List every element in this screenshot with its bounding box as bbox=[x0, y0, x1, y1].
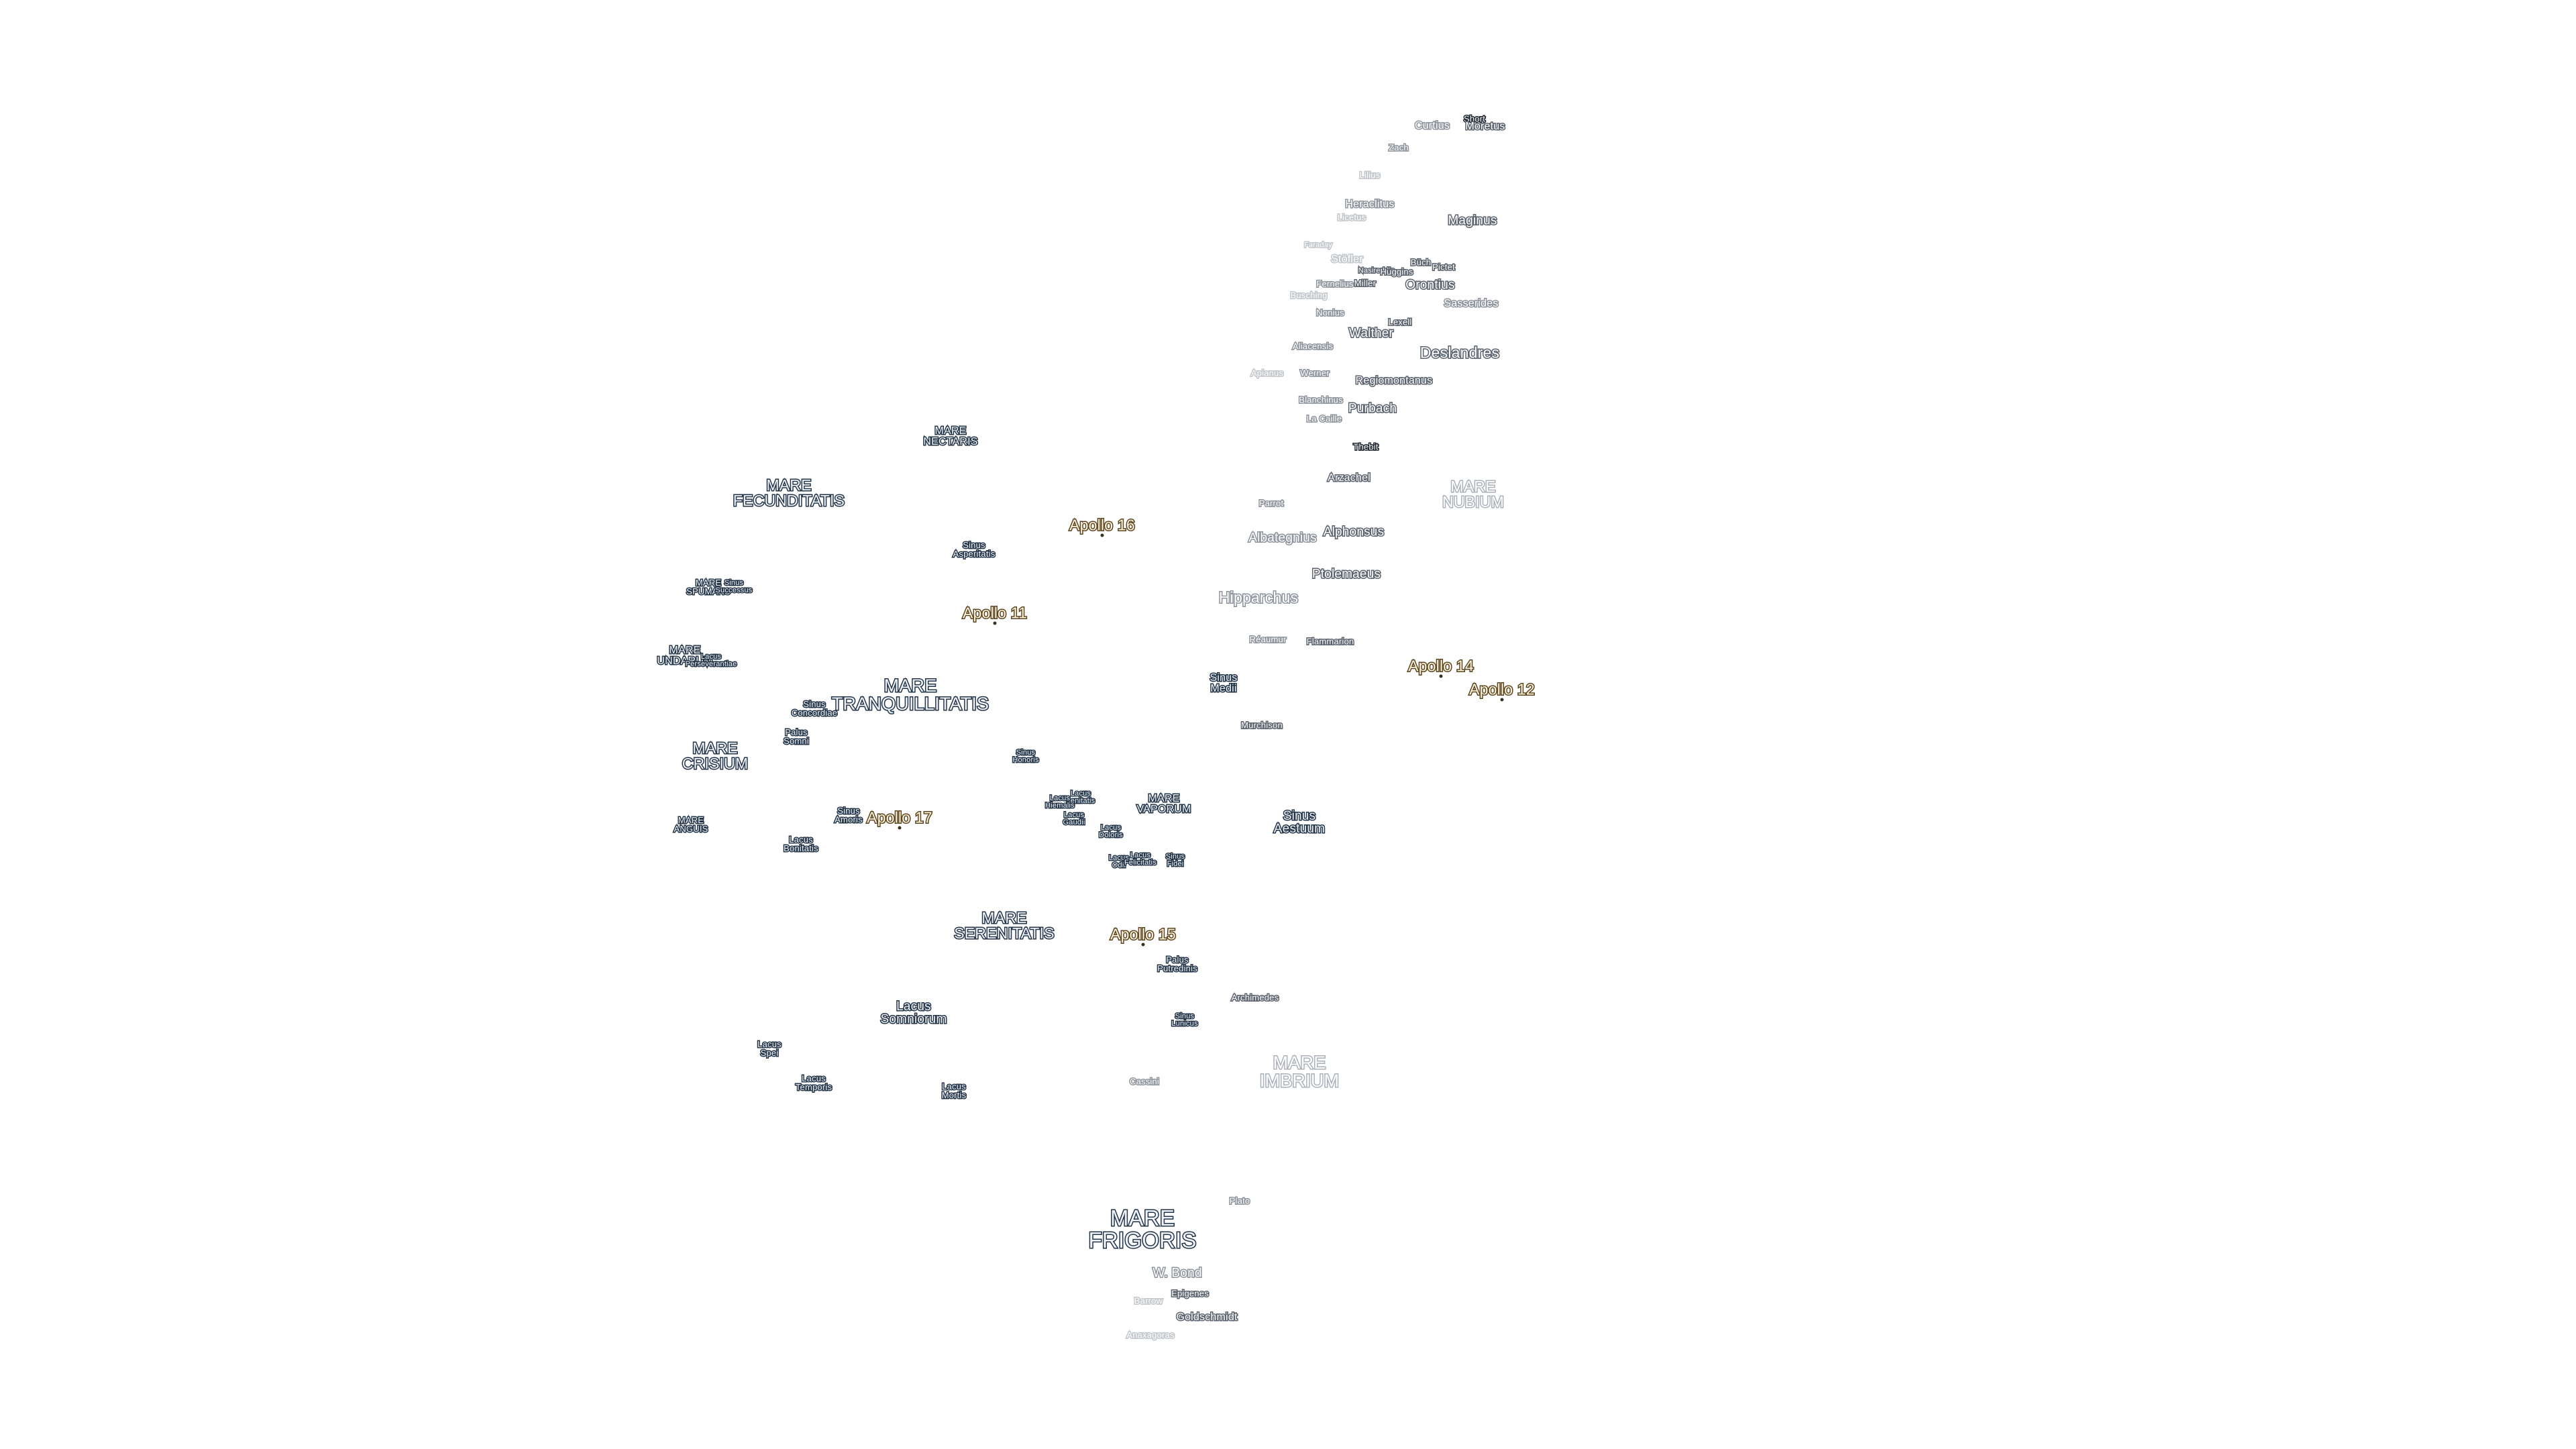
crater-label-orontius: Orontius bbox=[1405, 278, 1456, 292]
lacus-label-lenitatis: Lacus Lenitatis bbox=[1065, 789, 1096, 806]
sinus-label-aestuum: Sinus Aestuum bbox=[1273, 809, 1326, 837]
crater-label-aliacensis: Aliacensis bbox=[1291, 341, 1334, 352]
crater-label-miller: Miller bbox=[1353, 278, 1377, 288]
crater-label-lilius: Lilius bbox=[1358, 170, 1381, 180]
mare-label-spumans: MARE SPUMANS bbox=[686, 578, 731, 597]
sinus-label-fidei: Sinus Fidei bbox=[1165, 852, 1185, 869]
lacus-label-spei: Lacus Spei bbox=[757, 1039, 782, 1059]
crater-label-zach: Zach bbox=[1388, 142, 1409, 153]
crater-label-w-bond: W. Bond bbox=[1152, 1266, 1203, 1281]
crater-label-barrow: Barrow bbox=[1133, 1295, 1163, 1306]
crater-label-ptolemaeus: Ptolemaeus bbox=[1311, 567, 1381, 582]
crater-label-flammarion: Flammarion bbox=[1305, 636, 1354, 647]
crater-label-archimedes: Archimedes bbox=[1230, 992, 1279, 1003]
crater-label-moretus: Moretus bbox=[1464, 120, 1506, 133]
apollo-14-marker-icon[interactable] bbox=[1439, 674, 1443, 678]
lacus-label-felicitatis: Lacus Felicitatis bbox=[1123, 851, 1157, 867]
apollo-15-label[interactable]: Apollo 15 bbox=[1110, 925, 1177, 943]
crater-label-werner: Werner bbox=[1299, 368, 1330, 378]
crater-label-walther: Walther bbox=[1348, 326, 1394, 341]
crater-label-parrot: Parrot bbox=[1258, 498, 1284, 508]
lacus-label-mortis: Lacus Mortis bbox=[941, 1081, 967, 1101]
crater-label-deslandres: Deslandres bbox=[1419, 343, 1500, 362]
crater-label-faraday: Faraday bbox=[1303, 241, 1334, 250]
apollo-11-marker-icon[interactable] bbox=[993, 621, 997, 625]
mare-label-frigoris: MARE FRIGORIS bbox=[1087, 1205, 1197, 1252]
crater-label-maginus: Maginus bbox=[1447, 213, 1498, 228]
crater-label-curtius: Curtius bbox=[1413, 119, 1450, 132]
crater-label-fernelius: Fernelius bbox=[1316, 278, 1354, 289]
crater-label-short: Short bbox=[1462, 113, 1486, 124]
crater-label-cassini: Cassini bbox=[1128, 1076, 1160, 1087]
crater-label-reaumur: Réaumur bbox=[1248, 634, 1287, 645]
lacus-label-somniorum: Lacus Somniorum bbox=[879, 1000, 948, 1027]
crater-label-hipparchus: Hipparchus bbox=[1218, 588, 1299, 606]
crater-label-albategnius: Albategnius bbox=[1248, 531, 1318, 545]
crater-label-alphonsus: Alphonsus bbox=[1322, 525, 1385, 539]
apollo-15-marker-icon[interactable] bbox=[1141, 943, 1145, 947]
sinus-label-concordiae: Sinus Concordiae bbox=[790, 699, 838, 718]
crater-label-nonius: Nonius bbox=[1316, 307, 1345, 318]
crater-label-thebit: Thebit bbox=[1352, 441, 1379, 452]
apollo-12-marker-icon[interactable] bbox=[1500, 698, 1504, 702]
sinus-label-lunicus: Sinus Lunicus bbox=[1171, 1012, 1199, 1028]
apollo-17-marker-icon[interactable] bbox=[898, 826, 902, 830]
sinus-label-asperitatis: Sinus Asperitatis bbox=[952, 540, 996, 559]
crater-label-licetus: Licetus bbox=[1336, 212, 1366, 223]
crater-label-plato: Plato bbox=[1228, 1195, 1250, 1206]
crater-label-regiomontanus: Regiomontanus bbox=[1354, 374, 1433, 387]
mare-label-nubium: MARE NUBIUM bbox=[1442, 478, 1505, 511]
crater-label-murchison: Murchison bbox=[1240, 720, 1284, 731]
crater-label-purbach: Purbach bbox=[1347, 401, 1397, 416]
crater-label-epigenes: Epigenes bbox=[1171, 1288, 1210, 1299]
lacus-label-perseverantiae: Lacus Perseverantiae bbox=[684, 652, 738, 669]
sinus-label-successus: Sinus Successus bbox=[714, 578, 753, 595]
crater-label-sasserides: Sasserides bbox=[1443, 297, 1499, 310]
mare-label-imbrium: MARE IMBRIUM bbox=[1258, 1053, 1340, 1091]
crater-label-lexell: Lexell bbox=[1387, 317, 1413, 327]
mare-label-serenitatis: MARE SERENITATIS bbox=[953, 909, 1055, 942]
crater-label-blanchinus: Blanchinus bbox=[1298, 394, 1344, 405]
mare-label-tranquillitatis: MARE TRANQUILLITATIS bbox=[830, 676, 989, 714]
crater-label-busching: Busching bbox=[1289, 290, 1328, 301]
lacus-label-hiemalis: Lacus Hiemalis bbox=[1044, 794, 1076, 810]
crater-label-buch: Büch bbox=[1409, 257, 1432, 268]
palus-label-putredinis: Palus Putredinis bbox=[1157, 955, 1199, 974]
lacus-label-odii: Lacus Odii bbox=[1108, 853, 1130, 870]
apollo-16-label[interactable]: Apollo 16 bbox=[1069, 516, 1136, 534]
apollo-14-label[interactable]: Apollo 14 bbox=[1407, 657, 1475, 675]
sinus-label-honoris: Sinus Honoris bbox=[1012, 748, 1040, 765]
crater-label-huggins: Huggins bbox=[1379, 266, 1414, 277]
crater-label-anaxagoras: Anaxagoras bbox=[1126, 1330, 1175, 1340]
crater-label-apianus: Apianus bbox=[1250, 368, 1284, 378]
lacus-label-doloris: Lacus Doloris bbox=[1098, 823, 1124, 840]
mare-label-anguis: MARE ANGUIS bbox=[673, 815, 709, 835]
apollo-16-marker-icon[interactable] bbox=[1100, 533, 1104, 537]
lacus-label-gaudii: Lacus Gaudii bbox=[1062, 810, 1086, 827]
crater-label-heraclitus: Heraclitus bbox=[1344, 198, 1395, 211]
lacus-label-temporis: Lacus Temporis bbox=[794, 1073, 833, 1093]
mare-label-vaporum: MARE VAPORUM bbox=[1136, 792, 1192, 816]
apollo-11-label[interactable]: Apollo 11 bbox=[961, 604, 1028, 622]
apollo-17-label[interactable]: Apollo 17 bbox=[866, 808, 934, 826]
crater-label-nasireddin: Nasireddin bbox=[1357, 266, 1395, 276]
mare-label-undarum: MARE UNDARUM bbox=[656, 644, 714, 667]
palus-label-somni: Palus Somni bbox=[783, 727, 810, 747]
crater-label-goldschmidt: Goldschmidt bbox=[1175, 1311, 1238, 1324]
mare-label-crisium: MARE CRISIUM bbox=[681, 739, 749, 772]
mare-label-fecunditatis: MARE FECUNDITATIS bbox=[732, 476, 845, 509]
crater-label-arzachel: Arzachel bbox=[1327, 472, 1372, 484]
sinus-label-amoris: Sinus Amoris bbox=[834, 806, 863, 825]
mare-label-nectaris: MARE NECTARIS bbox=[922, 425, 979, 448]
crater-label-la-caille: La Caille bbox=[1305, 413, 1342, 424]
sinus-label-medii: Sinus Medii bbox=[1209, 672, 1238, 695]
crater-label-stofler: Stöfler bbox=[1330, 253, 1364, 266]
lacus-label-bonitatis: Lacus Bonitatis bbox=[783, 835, 819, 854]
apollo-12-label[interactable]: Apollo 12 bbox=[1468, 680, 1536, 698]
crater-label-pictet: Pictet bbox=[1432, 262, 1456, 272]
